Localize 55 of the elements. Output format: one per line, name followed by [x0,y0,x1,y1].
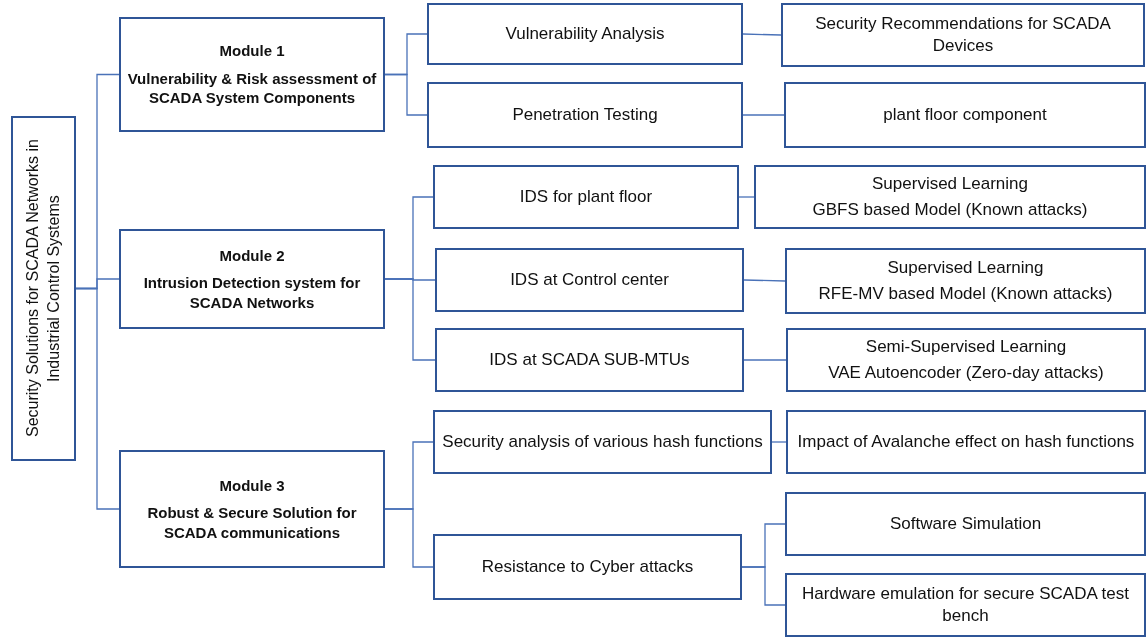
box-text: IDS at Control center [510,268,669,291]
module-heading: Module 3 [219,475,285,496]
module-box [119,229,385,329]
connector-line [771,441,787,443]
connector-line [741,566,786,606]
topic-box [433,165,739,229]
topic-box [786,328,1146,392]
box-text: Supervised Learning [872,172,1028,195]
connector-line [384,73,428,116]
box-text: VAE Autoencoder (Zero-day attacks) [828,362,1104,384]
connector-line [743,359,787,361]
topic-box [435,328,744,392]
module-heading: Module 2 [219,245,285,266]
box-text: Impact of Avalanche effect on hash functions [797,430,1135,453]
topic-box [786,410,1146,474]
topic-box [754,165,1146,229]
box-text: Semi-Supervised Learning [865,335,1067,358]
title-box [11,116,76,461]
topic-box [784,82,1146,148]
module-box [119,17,385,132]
connector-line [75,287,120,510]
box-text: Security Recommendations for SCADA Devices [814,12,1112,57]
box-text: Penetration Testing [512,103,658,126]
box-text: IDS at SCADA SUB-MTUs [489,348,690,371]
box-text: Security Solutions for SCADA Networks in Industrial Control Systems [22,138,63,440]
connector-line [743,279,786,282]
box-text: IDS for plant floor [519,185,653,208]
connector-line [738,196,755,198]
connector-line [742,114,785,116]
box-text: Intrusion Detection system for SCADA Networks [142,273,362,313]
topic-box [785,248,1146,314]
box-text: Resistance to Cyber attacks [481,555,694,578]
module-heading: Module 1 [219,41,285,61]
topic-box [433,410,772,474]
box-text: Software Simulation [889,512,1042,535]
box-text: Security analysis of various hash functions [442,430,763,453]
topic-box [427,82,743,148]
box-text: RFE-MV based Model (Known attacks) [818,283,1113,305]
box-text: Vulnerability Analysis [505,22,665,45]
topic-box [785,573,1146,637]
topic-box [435,248,744,312]
topic-box [785,492,1146,556]
module-box [119,450,385,568]
box-text: Hardware emulation for secure SCADA test bench [801,582,1130,627]
box-text: Robust & Secure Solution for SCADA communications [146,503,358,543]
connector-line [384,278,436,361]
topic-box [433,534,742,600]
topic-box [781,3,1145,67]
topic-box [427,3,743,65]
box-text: GBFS based Model (Known attacks) [812,199,1088,221]
box-text: plant floor component [883,103,1047,126]
connector-line [742,33,782,36]
connector-line [384,508,434,568]
box-text: Vulnerability & Risk assessment of SCADA System Components [127,68,377,108]
box-text: Supervised Learning [887,256,1044,279]
